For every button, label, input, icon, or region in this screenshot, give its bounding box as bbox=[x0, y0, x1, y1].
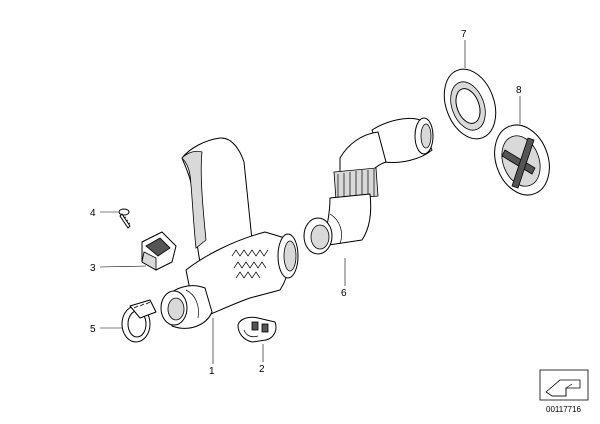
part-4-screw bbox=[118, 208, 131, 229]
callout-8: 8 bbox=[516, 85, 522, 96]
duct-corrugation bbox=[231, 249, 269, 279]
part-8-seal-cross bbox=[494, 124, 550, 196]
hose-corrugation bbox=[333, 167, 379, 201]
callout-2: 2 bbox=[259, 364, 265, 375]
part-7-seal-ring bbox=[443, 68, 497, 140]
callout-5: 5 bbox=[90, 324, 96, 335]
part-6-connecting-hose bbox=[303, 117, 434, 255]
leader-lines bbox=[99, 40, 521, 364]
callouts: 1 2 3 4 5 6 7 8 bbox=[90, 29, 522, 377]
part-5-hose-clamp bbox=[121, 299, 157, 343]
callout-6: 6 bbox=[341, 288, 347, 299]
callout-7: 7 bbox=[461, 29, 467, 40]
callout-3: 3 bbox=[90, 263, 96, 274]
part-3-bracket bbox=[141, 231, 177, 271]
catalog-arrow-icon bbox=[539, 369, 589, 401]
callout-1: 1 bbox=[209, 366, 215, 377]
callout-4: 4 bbox=[90, 208, 96, 219]
part-2-clip bbox=[237, 316, 277, 343]
part-1-intake-duct bbox=[160, 137, 299, 329]
document-number: 00117716 bbox=[546, 405, 582, 414]
